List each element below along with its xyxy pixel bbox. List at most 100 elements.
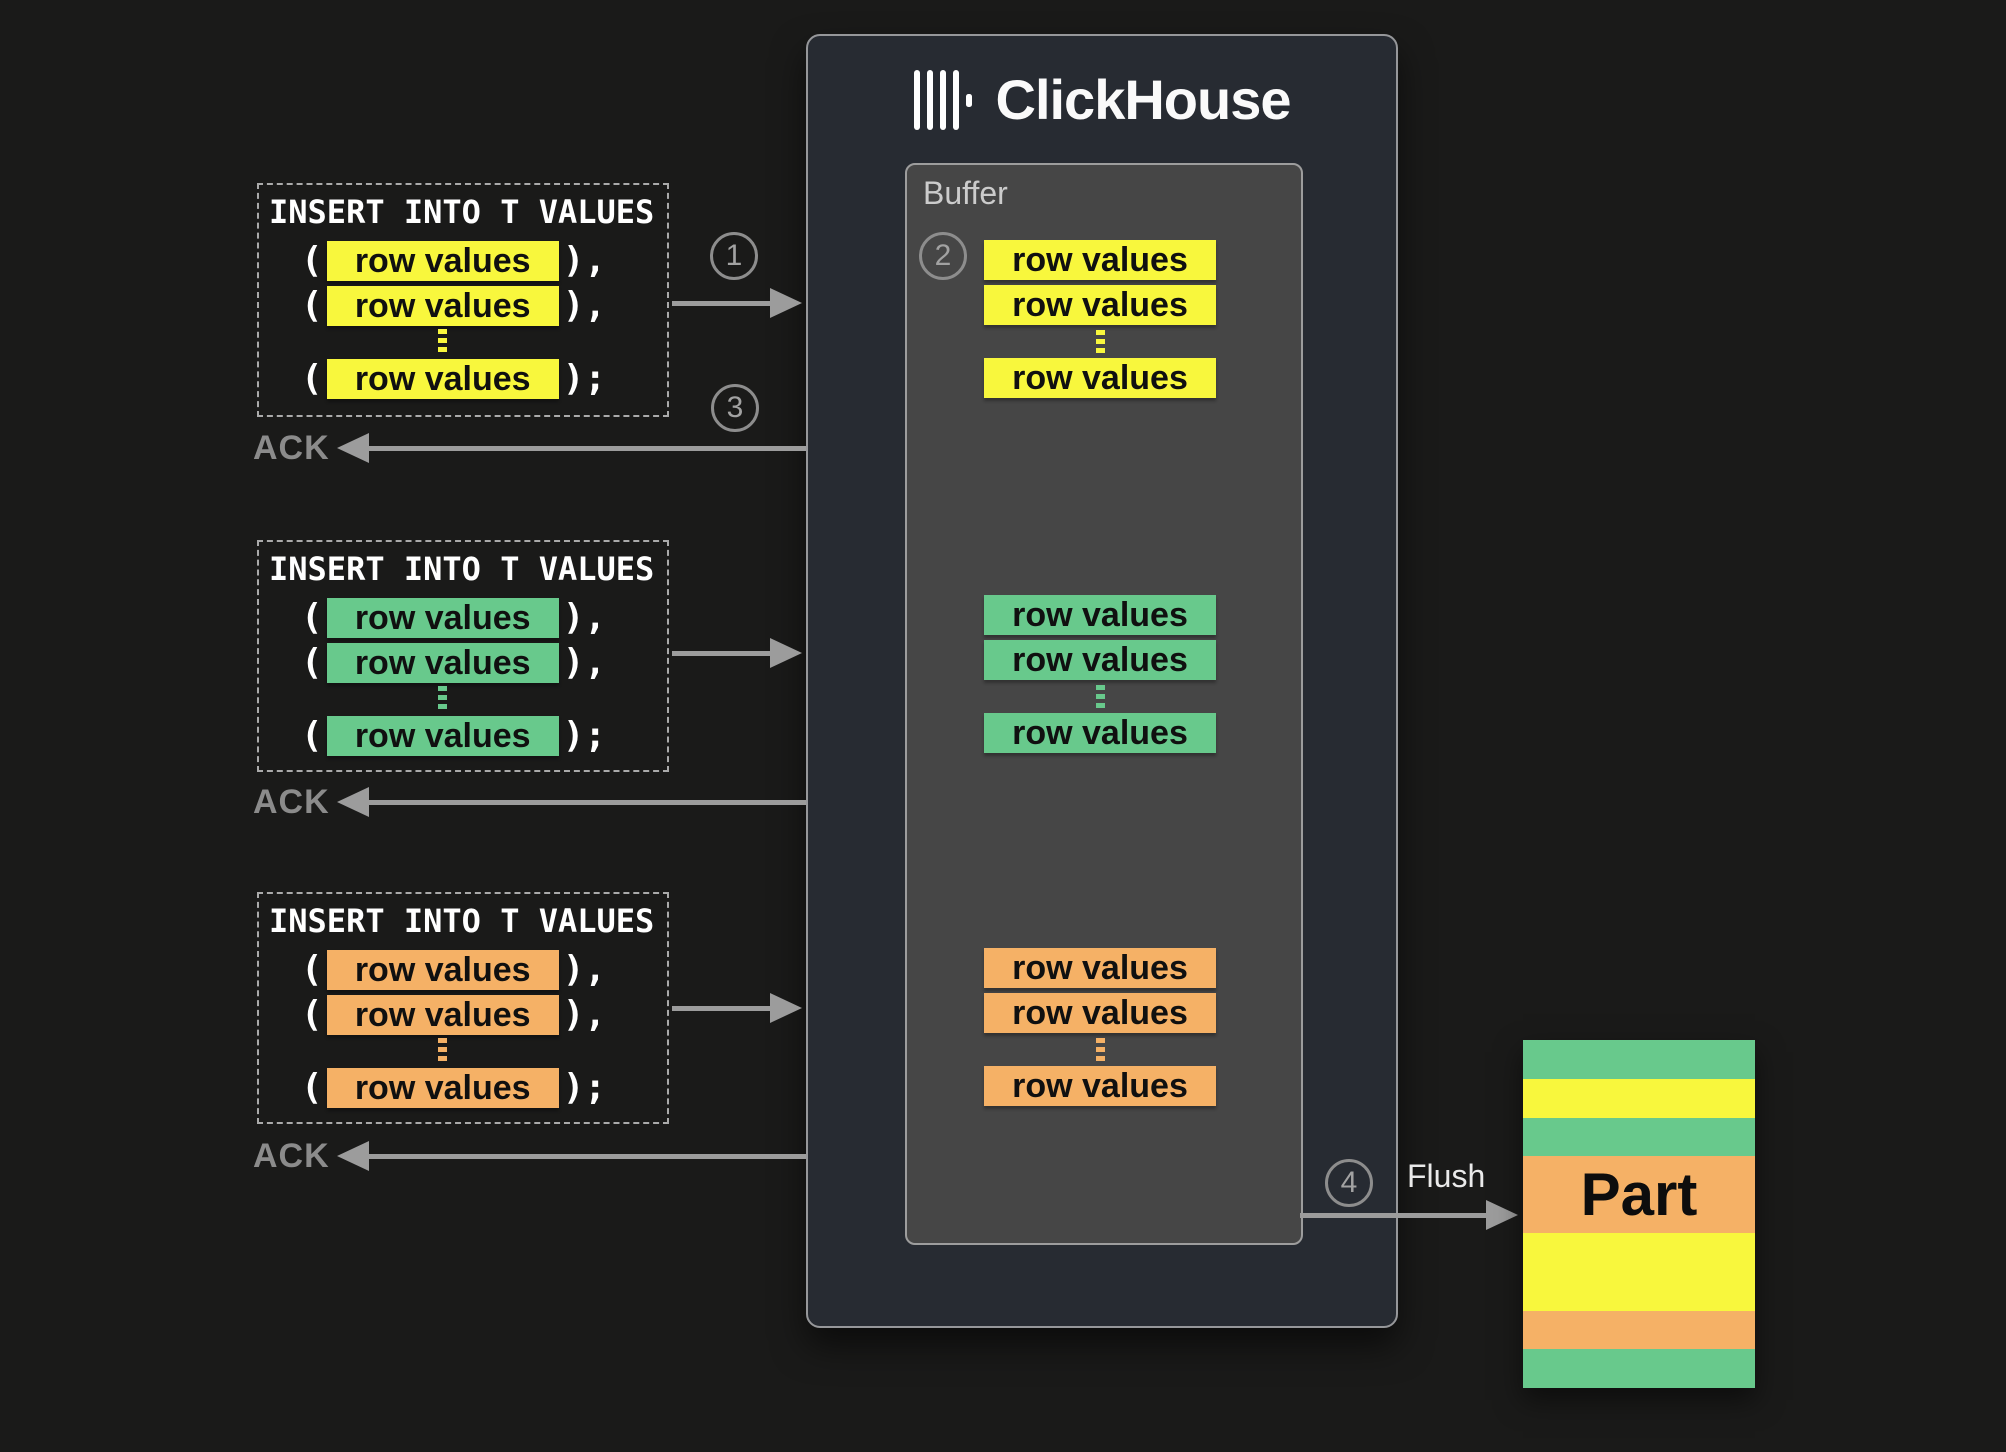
open-paren: (: [301, 358, 323, 399]
insert-1-arrow: [672, 288, 802, 318]
row-values-text: row values: [1012, 948, 1188, 987]
part-stripe: [1523, 1118, 1755, 1156]
code-row: ( row values ),: [301, 598, 606, 638]
row-values-chip: row values: [984, 640, 1216, 680]
open-paren: (: [301, 1067, 323, 1108]
step-4-number: 4: [1340, 1166, 1358, 1199]
open-paren: (: [301, 949, 323, 990]
row-values-chip: row values: [326, 241, 559, 281]
row-values-chip: row values: [326, 598, 559, 638]
row-values-chip: row values: [984, 713, 1216, 753]
step-1-badge: 1: [710, 232, 758, 280]
row-values-text: row values: [1012, 993, 1188, 1032]
open-paren: (: [301, 642, 323, 683]
part-stripe: [1523, 1349, 1755, 1388]
buffer-group-yellow: row values row values row values: [984, 240, 1216, 398]
row-values-text: row values: [1012, 595, 1188, 634]
insert-2-arrow: [672, 638, 802, 668]
flush-label: Flush: [1407, 1158, 1486, 1194]
ack-3-arrow: [337, 1141, 806, 1171]
part-box: Part: [1523, 1040, 1755, 1388]
code-row: ( row values ),: [301, 241, 606, 281]
open-paren: (: [301, 597, 323, 638]
close-paren-comma: ),: [562, 642, 607, 683]
flush-arrow: [1300, 1200, 1518, 1230]
row-values-chip: row values: [984, 993, 1216, 1033]
row-values-text: row values: [1012, 285, 1188, 324]
row-values-text: row values: [1012, 713, 1188, 752]
row-values-chip: row values: [326, 716, 559, 756]
row-values-text: row values: [354, 359, 531, 398]
buffer-group-green: row values row values row values: [984, 595, 1216, 753]
logo-bar-icon: [952, 70, 959, 130]
part-stripe: [1523, 1311, 1755, 1349]
insert-3-arrow: [672, 993, 802, 1023]
close-paren-comma: ),: [562, 597, 607, 638]
arrow-shaft: [672, 300, 770, 306]
logo-bar-icon: [939, 70, 946, 130]
row-values-text: row values: [354, 995, 531, 1034]
arrow-shaft: [672, 1005, 770, 1011]
insert-statement-title: INSERT INTO T VALUES: [269, 902, 655, 940]
row-values-text: row values: [354, 286, 531, 325]
row-values-text: row values: [354, 643, 531, 682]
row-values-chip: row values: [984, 240, 1216, 280]
code-row: ( row values ),: [301, 995, 606, 1035]
open-paren: (: [301, 285, 323, 326]
ellipsis-dots-icon: [438, 686, 447, 709]
part-stripe: Part: [1523, 1156, 1755, 1233]
arrow-head-icon: [337, 1141, 369, 1171]
row-values-chip: row values: [326, 359, 559, 399]
insert-block-3: INSERT INTO T VALUES ( row values ), ( r…: [257, 892, 669, 1124]
ack-label-3: ACK: [253, 1137, 330, 1175]
ellipsis-dots-icon: [438, 329, 447, 352]
part-stripe: [1523, 1233, 1755, 1311]
insert-block-2: INSERT INTO T VALUES ( row values ), ( r…: [257, 540, 669, 772]
step-2-badge: 2: [919, 232, 967, 280]
row-values-text: row values: [354, 950, 531, 989]
clickhouse-logo-icon: [913, 70, 972, 130]
ellipsis-dots-icon: [438, 1038, 447, 1061]
row-values-text: row values: [1012, 1066, 1188, 1105]
logo-dot-icon: [965, 93, 972, 107]
arrow-shaft: [1300, 1212, 1486, 1218]
row-values-chip: row values: [326, 950, 559, 990]
code-row: ( row values ),: [301, 286, 606, 326]
row-values-text: row values: [1012, 358, 1188, 397]
row-values-text: row values: [1012, 240, 1188, 279]
step-4-badge: 4: [1325, 1159, 1373, 1207]
logo-bar-icon: [913, 70, 920, 130]
step-2-number: 2: [934, 239, 952, 272]
code-row: ( row values ),: [301, 643, 606, 683]
insert-statement-title: INSERT INTO T VALUES: [269, 550, 655, 588]
logo-bar-icon: [926, 70, 933, 130]
code-row: ( row values );: [301, 359, 606, 399]
step-1-number: 1: [725, 239, 743, 272]
buffer-box: Buffer 2 row values row values row value…: [905, 163, 1303, 1245]
arrow-shaft: [672, 650, 770, 656]
clickhouse-title: ClickHouse: [995, 68, 1292, 131]
clickhouse-header: ClickHouse: [808, 69, 1396, 131]
arrow-shaft: [369, 445, 806, 451]
open-paren: (: [301, 994, 323, 1035]
ellipsis-dots-icon: [1095, 330, 1105, 353]
close-paren-comma: ),: [562, 285, 607, 326]
row-values-text: row values: [354, 716, 531, 755]
ellipsis-dots-icon: [1095, 1038, 1105, 1061]
row-values-chip: row values: [326, 286, 559, 326]
close-paren-comma: ),: [562, 994, 607, 1035]
close-paren-comma: ),: [562, 949, 607, 990]
row-values-chip: row values: [326, 1068, 559, 1108]
ack-2-arrow: [337, 787, 806, 817]
row-values-chip: row values: [984, 358, 1216, 398]
buffer-group-orange: row values row values row values: [984, 948, 1216, 1106]
row-values-chip: row values: [984, 1066, 1216, 1106]
open-paren: (: [301, 715, 323, 756]
part-label: Part: [1580, 1161, 1698, 1228]
arrow-shaft: [369, 799, 806, 805]
row-values-text: row values: [354, 241, 531, 280]
arrow-head-icon: [337, 787, 369, 817]
code-row: ( row values ),: [301, 950, 606, 990]
close-paren-semicolon: );: [562, 1067, 607, 1108]
